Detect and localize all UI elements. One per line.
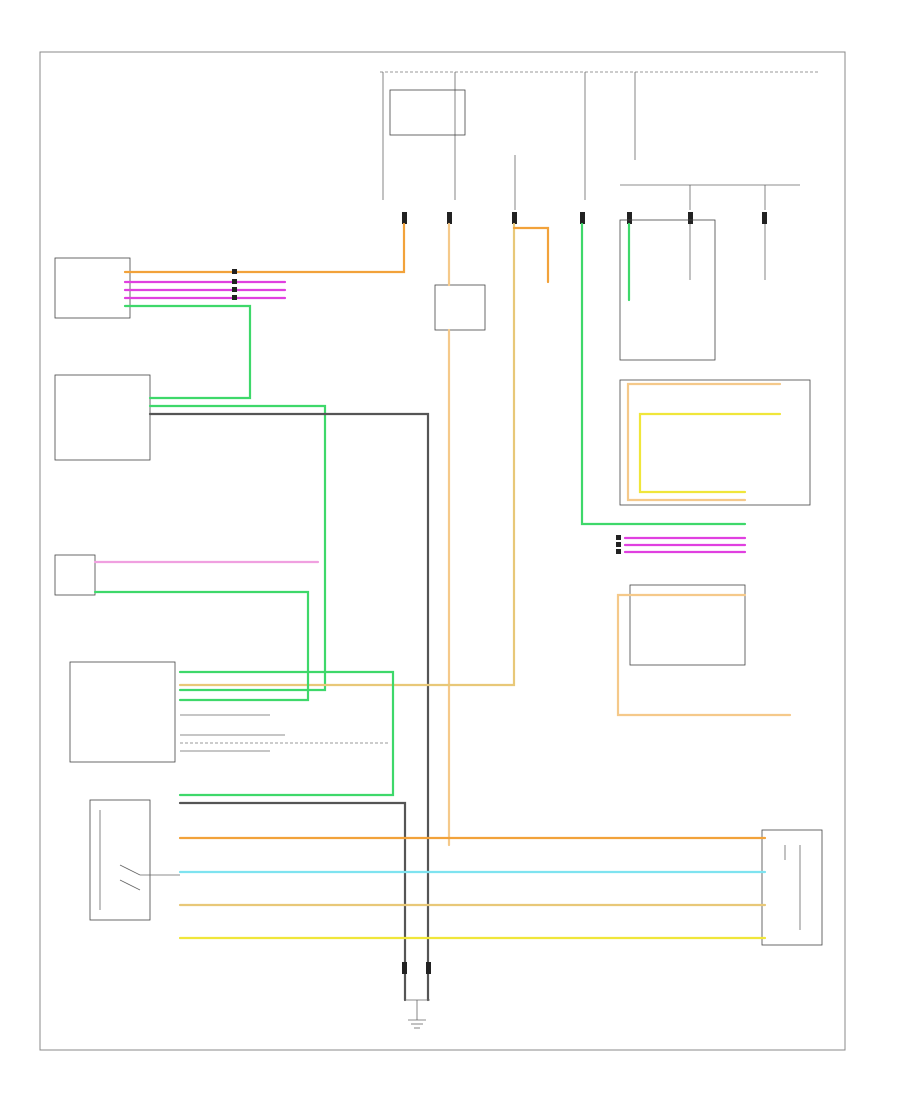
steering-module-internal [784,845,801,930]
wire-green-long [148,404,327,692]
wire-green-ic [93,590,310,702]
stoplamp-switch-box [434,284,486,331]
wire-orange-short [512,226,550,284]
wire-yellow-right [638,412,782,494]
wire-lightorange-lower [616,593,792,717]
top-connectors [402,212,767,224]
wire-green-ecm [178,670,395,797]
ground-symbol [405,999,430,1029]
cruise-switch-contacts [99,810,180,910]
brake-module-box-right [629,584,746,666]
instrument-cluster-switch-box [54,554,96,596]
wire-tan-top [178,222,516,687]
wire-darkgray-ecm [178,801,407,1002]
accelerator-pedal-box [619,379,811,506]
wire-green-right [580,222,747,526]
cruise-control-switch-box [89,799,151,921]
fuse-relay-area [389,72,800,210]
automatic-transmission-switch-box [54,374,151,461]
inline-connectors [232,269,621,974]
steering-wheel-module-box [761,829,823,946]
wire-orange-bcm [123,222,406,274]
relay-box-right [619,219,716,361]
diagram-frame [39,51,846,1051]
body-control-module-box [54,257,131,319]
wire-green-bcm [123,304,252,400]
engine-control-module-box [69,661,176,763]
wire-lightorange-right [626,382,782,502]
wire-darkgray-long [148,412,430,1002]
